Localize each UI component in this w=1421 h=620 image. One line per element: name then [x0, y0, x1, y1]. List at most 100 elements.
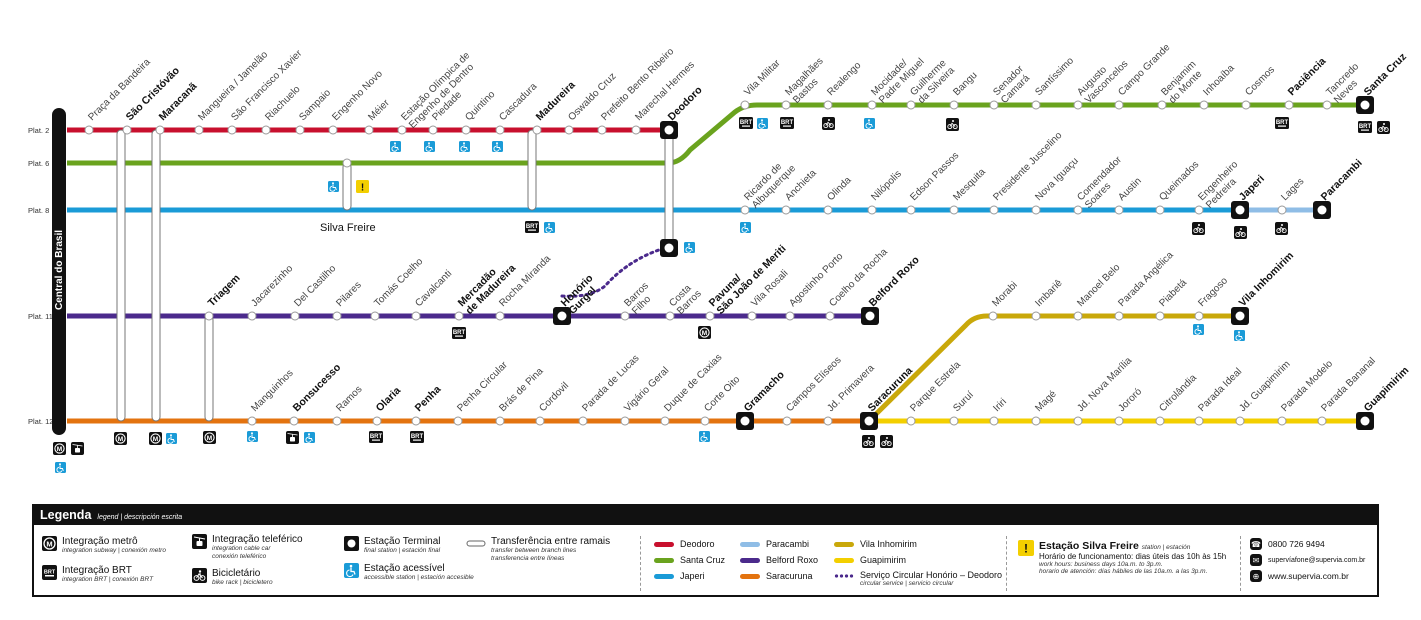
- station-maracana[interactable]: [155, 125, 165, 135]
- station-ramos[interactable]: [332, 416, 342, 426]
- station-parque-estrela[interactable]: [906, 416, 916, 426]
- station-presidente-juscelino[interactable]: [989, 205, 999, 215]
- station-triagem[interactable]: [204, 311, 214, 321]
- station-lages[interactable]: [1277, 205, 1287, 215]
- station-cordovil[interactable]: [535, 416, 545, 426]
- station-jd-primavera[interactable]: [823, 416, 833, 426]
- station-parada-bananal[interactable]: [1317, 416, 1327, 426]
- station-bonsucesso[interactable]: [289, 416, 299, 426]
- station-agostinho-porto[interactable]: [785, 311, 795, 321]
- station-marechal-hermes[interactable]: [631, 125, 641, 135]
- station-mercadao-de-madureira[interactable]: [454, 311, 464, 321]
- station-piedade[interactable]: [428, 125, 438, 135]
- station-realengo[interactable]: [823, 100, 833, 110]
- station-ricardo-de-albuquerque[interactable]: [740, 205, 750, 215]
- station-del-castilho[interactable]: [290, 311, 300, 321]
- station-santissimo[interactable]: [1031, 100, 1041, 110]
- station-vigario-geral[interactable]: [620, 416, 630, 426]
- station-madureira[interactable]: [532, 125, 542, 135]
- station-vila-militar[interactable]: [740, 100, 750, 110]
- station-oswaldo-cruz[interactable]: [564, 125, 574, 135]
- station-nilopolis[interactable]: [867, 205, 877, 215]
- station-prefeito-bento-ribeiro[interactable]: [597, 125, 607, 135]
- station-estacao-olimpica-de-engenho-de-dentro[interactable]: [397, 125, 407, 135]
- phone-number[interactable]: 0800 726 9494: [1268, 539, 1325, 549]
- station-penha-circular[interactable]: [453, 416, 463, 426]
- station-pavuna-sao-joao-de-meriti[interactable]: [705, 311, 715, 321]
- station-inhoaiba[interactable]: [1199, 100, 1209, 110]
- station-nova-iguacu[interactable]: [1031, 205, 1041, 215]
- station-olinda[interactable]: [823, 205, 833, 215]
- station-edson-passos[interactable]: [906, 205, 916, 215]
- station-senador-camara[interactable]: [989, 100, 999, 110]
- station-meier[interactable]: [364, 125, 374, 135]
- email-address[interactable]: supervíafone@supervia.com.br: [1268, 556, 1366, 564]
- station-sao-cristovao[interactable]: [122, 125, 132, 135]
- station-benjamim-do-monte[interactable]: [1157, 100, 1167, 110]
- station-label-line: Olinda: [825, 175, 854, 204]
- station-parada-ideal[interactable]: [1194, 416, 1204, 426]
- svg-text:BRT: BRT: [370, 434, 383, 440]
- station-cavalcanti[interactable]: [411, 311, 421, 321]
- station-engenheiro-pedreira[interactable]: [1194, 205, 1204, 215]
- station-austin[interactable]: [1114, 205, 1124, 215]
- station-paciencia[interactable]: [1284, 100, 1294, 110]
- station-parada-de-lucas[interactable]: [578, 416, 588, 426]
- station-engenho-novo[interactable]: [328, 125, 338, 135]
- station-guilherme-da-silveira[interactable]: [906, 100, 916, 110]
- station-barros-filho[interactable]: [620, 311, 630, 321]
- station-bangu[interactable]: [949, 100, 959, 110]
- station-sao-francisco-xavier[interactable]: [227, 125, 237, 135]
- station-parada-modelo[interactable]: [1277, 416, 1287, 426]
- station-sampaio[interactable]: [295, 125, 305, 135]
- station-surui[interactable]: [949, 416, 959, 426]
- station-cascadura[interactable]: [495, 125, 505, 135]
- legend-branch-saracuruna: Saracuruna: [740, 571, 813, 581]
- station-magalhaes-bastos[interactable]: [781, 100, 791, 110]
- station-tomas-coelho[interactable]: [370, 311, 380, 321]
- station-augusto-vasconcelos[interactable]: [1073, 100, 1083, 110]
- warning-icon: !: [356, 180, 369, 194]
- station-mage[interactable]: [1031, 416, 1041, 426]
- station-rocha-miranda[interactable]: [495, 311, 505, 321]
- station-cosmos[interactable]: [1241, 100, 1251, 110]
- station-manguinhos[interactable]: [247, 416, 257, 426]
- station-piabeta[interactable]: [1155, 311, 1165, 321]
- station-manoel-belo[interactable]: [1073, 311, 1083, 321]
- station-quintino[interactable]: [461, 125, 471, 135]
- station-comendador-soares[interactable]: [1073, 205, 1083, 215]
- station-duque-de-caxias[interactable]: [660, 416, 670, 426]
- station-silva-freire[interactable]: [342, 158, 352, 168]
- bicycle-icon: [192, 568, 207, 583]
- station-label: Imbariê: [1033, 277, 1065, 309]
- station-anchieta[interactable]: [781, 205, 791, 215]
- station-costa-barros[interactable]: [665, 311, 675, 321]
- station-jacarezinho[interactable]: [247, 311, 257, 321]
- station-vila-rosali[interactable]: [747, 311, 757, 321]
- station-morabi[interactable]: [988, 311, 998, 321]
- station-penha[interactable]: [411, 416, 421, 426]
- station-pilares[interactable]: [332, 311, 342, 321]
- station-riachuelo[interactable]: [261, 125, 271, 135]
- station-citrolandia[interactable]: [1155, 416, 1165, 426]
- station-imbarie[interactable]: [1031, 311, 1041, 321]
- station-coelho-da-rocha[interactable]: [825, 311, 835, 321]
- station-praca-da-bandeira[interactable]: [84, 125, 94, 135]
- station-jororo[interactable]: [1114, 416, 1124, 426]
- station-mangueira-jamelao[interactable]: [194, 125, 204, 135]
- station-bras-de-pina[interactable]: [495, 416, 505, 426]
- station-tancredo-neves[interactable]: [1322, 100, 1332, 110]
- station-fragoso[interactable]: [1194, 311, 1204, 321]
- station-parada-angelica[interactable]: [1114, 311, 1124, 321]
- station-iriri[interactable]: [989, 416, 999, 426]
- station-mesquita[interactable]: [949, 205, 959, 215]
- web-address[interactable]: www.supervia.com.br: [1268, 571, 1349, 581]
- station-campos-eliseos[interactable]: [782, 416, 792, 426]
- station-queimados[interactable]: [1155, 205, 1165, 215]
- station-olaria[interactable]: [372, 416, 382, 426]
- station-mocidade-padre-miguel[interactable]: [867, 100, 877, 110]
- station-jd-nova-marilia[interactable]: [1073, 416, 1083, 426]
- station-jd-guapimirim[interactable]: [1235, 416, 1245, 426]
- station-corte-oito[interactable]: [700, 416, 710, 426]
- station-campo-grande[interactable]: [1114, 100, 1124, 110]
